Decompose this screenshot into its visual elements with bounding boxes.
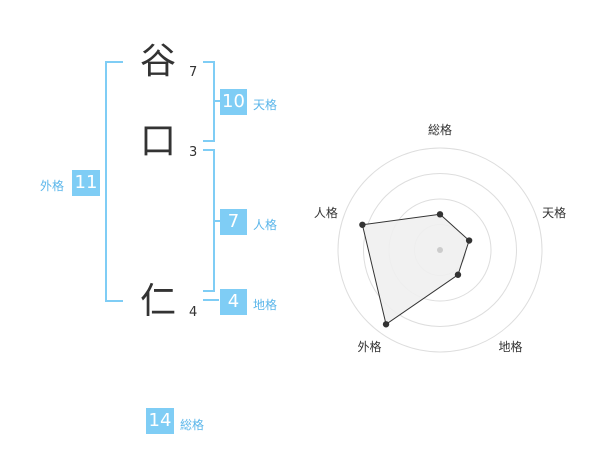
- radar-point-3: [454, 271, 462, 278]
- stroke-count-3: 4: [189, 305, 198, 320]
- radar-point-1: [436, 211, 444, 218]
- name-char-3: 仁: [139, 281, 176, 322]
- name-char-2: 口: [139, 121, 176, 162]
- chikaku-value: 4: [220, 289, 247, 315]
- jinkaku-label: 人格: [253, 218, 278, 232]
- soukaku-value: 14: [146, 408, 174, 434]
- name-char-1: 谷: [139, 41, 176, 82]
- radar-axis-label-4: 外格: [357, 339, 381, 354]
- soukaku-label: 総格: [180, 418, 205, 432]
- radar-series-polygon: [361, 213, 470, 326]
- radar-axis-label-5: 人格: [314, 205, 338, 220]
- gaikaku-bracket: [105, 61, 123, 302]
- radar-axis-label-3: 地格: [499, 339, 523, 354]
- radar-point-4: [382, 321, 390, 328]
- tenkaku-connector: [213, 100, 220, 102]
- gaikaku-value: 11: [72, 170, 100, 196]
- tenkaku-value: 10: [220, 89, 247, 115]
- chikaku-connector: [203, 299, 219, 301]
- radar-axis-label-2: 天格: [542, 205, 566, 220]
- radar-axis-label-1: 総格: [428, 122, 452, 137]
- radar-center-dot: [437, 247, 443, 253]
- radar-point-5: [359, 221, 366, 228]
- gaikaku-label: 外格: [40, 179, 65, 193]
- jinkaku-connector: [213, 220, 220, 222]
- jinkaku-value: 7: [220, 209, 247, 235]
- chikaku-label: 地格: [253, 298, 278, 312]
- radar-point-2: [465, 237, 473, 244]
- radar-ring-4: [337, 147, 543, 353]
- tenkaku-label: 天格: [253, 98, 278, 112]
- stroke-count-1: 7: [189, 65, 198, 80]
- radar-ring-3: [363, 173, 517, 327]
- stroke-count-2: 3: [189, 145, 198, 160]
